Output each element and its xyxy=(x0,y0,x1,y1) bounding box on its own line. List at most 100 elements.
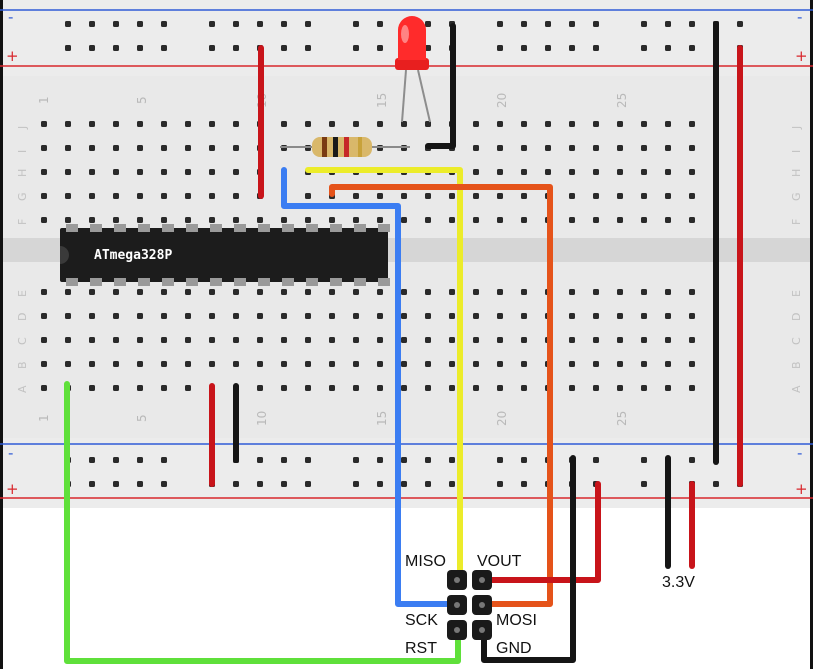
breadboard-hole xyxy=(41,121,47,127)
header-pin-center xyxy=(454,627,460,633)
breadboard-hole xyxy=(497,385,503,391)
breadboard-hole xyxy=(257,289,263,295)
breadboard-hole xyxy=(713,481,719,487)
wires xyxy=(64,21,743,664)
breadboard-hole xyxy=(281,361,287,367)
breadboard-hole xyxy=(161,217,167,223)
breadboard-hole xyxy=(665,193,671,199)
breadboard-hole xyxy=(545,145,551,151)
row-letter: F xyxy=(790,219,803,225)
chip-pin xyxy=(258,278,270,286)
breadboard-hole xyxy=(233,169,239,175)
chip-pin xyxy=(234,224,246,232)
breadboard-hole xyxy=(113,193,119,199)
breadboard-hole xyxy=(689,45,695,51)
breadboard-hole xyxy=(641,313,647,319)
bottom-power-rail-area xyxy=(0,438,813,508)
breadboard-hole xyxy=(113,45,119,51)
breadboard-hole xyxy=(641,169,647,175)
chip-pin xyxy=(210,278,222,286)
breadboard-hole xyxy=(593,313,599,319)
breadboard-hole xyxy=(209,193,215,199)
breadboard-hole xyxy=(665,169,671,175)
orange-wire-mosi[interactable] xyxy=(329,184,553,607)
breadboard-hole xyxy=(89,385,95,391)
breadboard-hole xyxy=(137,313,143,319)
breadboard-hole xyxy=(545,121,551,127)
atmega-chip[interactable]: ATmega328P xyxy=(60,224,390,286)
breadboard-hole xyxy=(545,21,551,27)
breadboard-hole xyxy=(89,169,95,175)
chip-pin xyxy=(234,278,246,286)
breadboard-hole xyxy=(377,121,383,127)
black-wire-gnd[interactable] xyxy=(481,455,576,663)
yellow-wire-miso[interactable] xyxy=(305,167,463,581)
blue-wire-sck[interactable] xyxy=(281,167,458,607)
header-pin-center xyxy=(454,577,460,583)
breadboard-hole xyxy=(473,193,479,199)
resistor-band xyxy=(322,137,327,157)
breadboard-hole xyxy=(593,193,599,199)
chip-pin xyxy=(282,278,294,286)
chip-pin xyxy=(66,224,78,232)
breadboard-hole xyxy=(305,481,311,487)
breadboard-hole xyxy=(233,193,239,199)
chip-pin xyxy=(210,224,222,232)
breadboard-hole xyxy=(617,313,623,319)
breadboard-hole xyxy=(593,21,599,27)
breadboard-hole xyxy=(449,289,455,295)
breadboard-hole xyxy=(65,121,71,127)
breadboard-hole xyxy=(185,193,191,199)
chip-pin xyxy=(354,278,366,286)
breadboard-hole xyxy=(401,217,407,223)
isp-header[interactable] xyxy=(447,570,492,640)
red-wire-vout[interactable] xyxy=(481,481,601,583)
header-pin-center xyxy=(479,602,485,608)
header-pin-center xyxy=(479,577,485,583)
breadboard-hole xyxy=(593,45,599,51)
breadboard-hole xyxy=(521,457,527,463)
breadboard-hole xyxy=(209,121,215,127)
breadboard-hole xyxy=(89,337,95,343)
breadboard-hole xyxy=(521,289,527,295)
black-wire-led[interactable] xyxy=(425,23,456,149)
breadboard-hole xyxy=(449,457,455,463)
breadboard-hole xyxy=(401,313,407,319)
breadboard-hole xyxy=(185,289,191,295)
breadboard-hole xyxy=(689,145,695,151)
breadboard-hole xyxy=(569,145,575,151)
breadboard-hole xyxy=(425,481,431,487)
led[interactable] xyxy=(395,16,431,123)
breadboard-hole xyxy=(449,193,455,199)
breadboard-hole xyxy=(377,457,383,463)
breadboard-hole xyxy=(353,385,359,391)
breadboard-hole xyxy=(689,121,695,127)
row-letter: F xyxy=(16,219,29,225)
column-number: 1 xyxy=(37,414,51,422)
breadboard-hole xyxy=(281,21,287,27)
chip-pin xyxy=(138,224,150,232)
chip-pin xyxy=(330,224,342,232)
pin-label-sck: SCK xyxy=(405,612,438,629)
column-number: 25 xyxy=(615,93,629,108)
breadboard-hole xyxy=(41,289,47,295)
breadboard-hole xyxy=(569,313,575,319)
breadboard-hole xyxy=(665,361,671,367)
breadboard-hole xyxy=(665,385,671,391)
breadboard-hole xyxy=(665,217,671,223)
breadboard-hole xyxy=(497,121,503,127)
resistor[interactable] xyxy=(280,137,410,157)
chip-pin xyxy=(306,224,318,232)
breadboard-hole xyxy=(209,289,215,295)
breadboard-hole xyxy=(689,169,695,175)
breadboard-hole xyxy=(641,457,647,463)
breadboard-hole xyxy=(41,313,47,319)
led-leg xyxy=(417,69,431,123)
breadboard-hole xyxy=(305,385,311,391)
chip-pin xyxy=(114,224,126,232)
column-number: 5 xyxy=(135,96,149,104)
breadboard-hole xyxy=(497,169,503,175)
breadboard-hole xyxy=(41,169,47,175)
chip-pin xyxy=(90,224,102,232)
green-wire-rst[interactable] xyxy=(64,381,461,664)
